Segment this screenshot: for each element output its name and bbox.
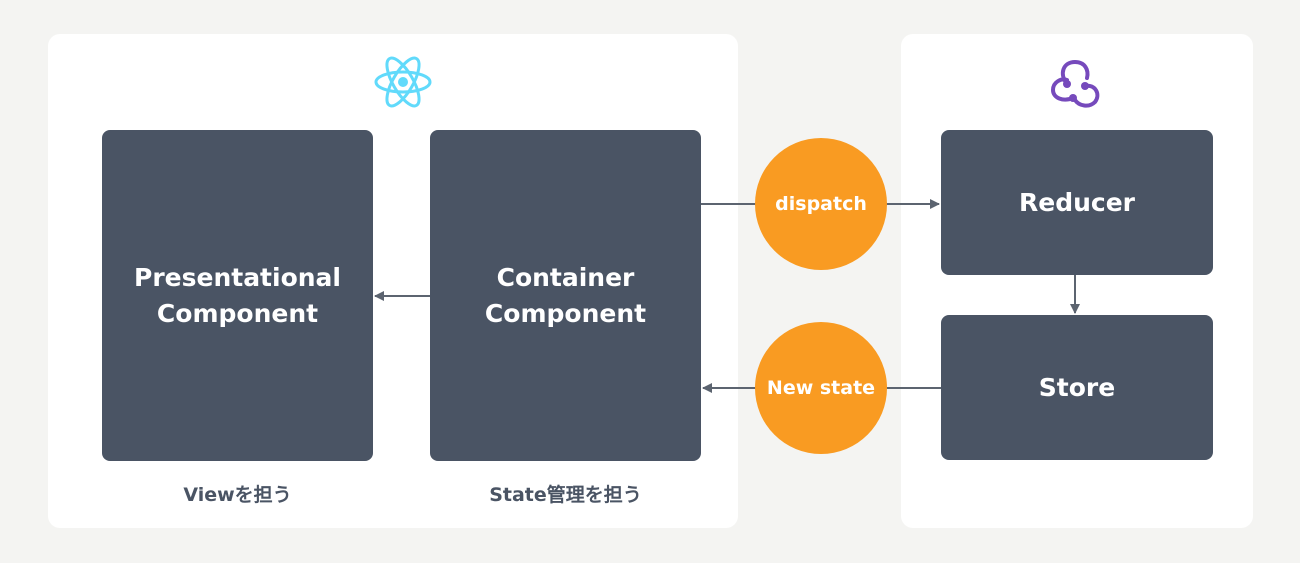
store-box: Store [941, 315, 1213, 460]
presentational-component-label: Presentational Component [134, 262, 341, 328]
reducer-box: Reducer [941, 130, 1213, 275]
state-caption: State管理を担う [489, 484, 642, 506]
new-state-circle: New state [755, 322, 887, 454]
view-caption: Viewを担う [183, 484, 292, 506]
react-logo-icon [374, 56, 432, 108]
redux-logo-icon [1050, 59, 1100, 108]
dispatch-circle: dispatch [755, 138, 887, 270]
dispatch-label: dispatch [775, 193, 867, 215]
container-component-label: Container Component [484, 262, 647, 328]
container-component-box: Container Component [430, 130, 701, 461]
new-state-label: New state [766, 377, 876, 399]
reducer-label: Reducer [1018, 187, 1135, 217]
store-label: Store [1038, 372, 1116, 402]
presentational-component-box: Presentational Component [102, 130, 373, 461]
